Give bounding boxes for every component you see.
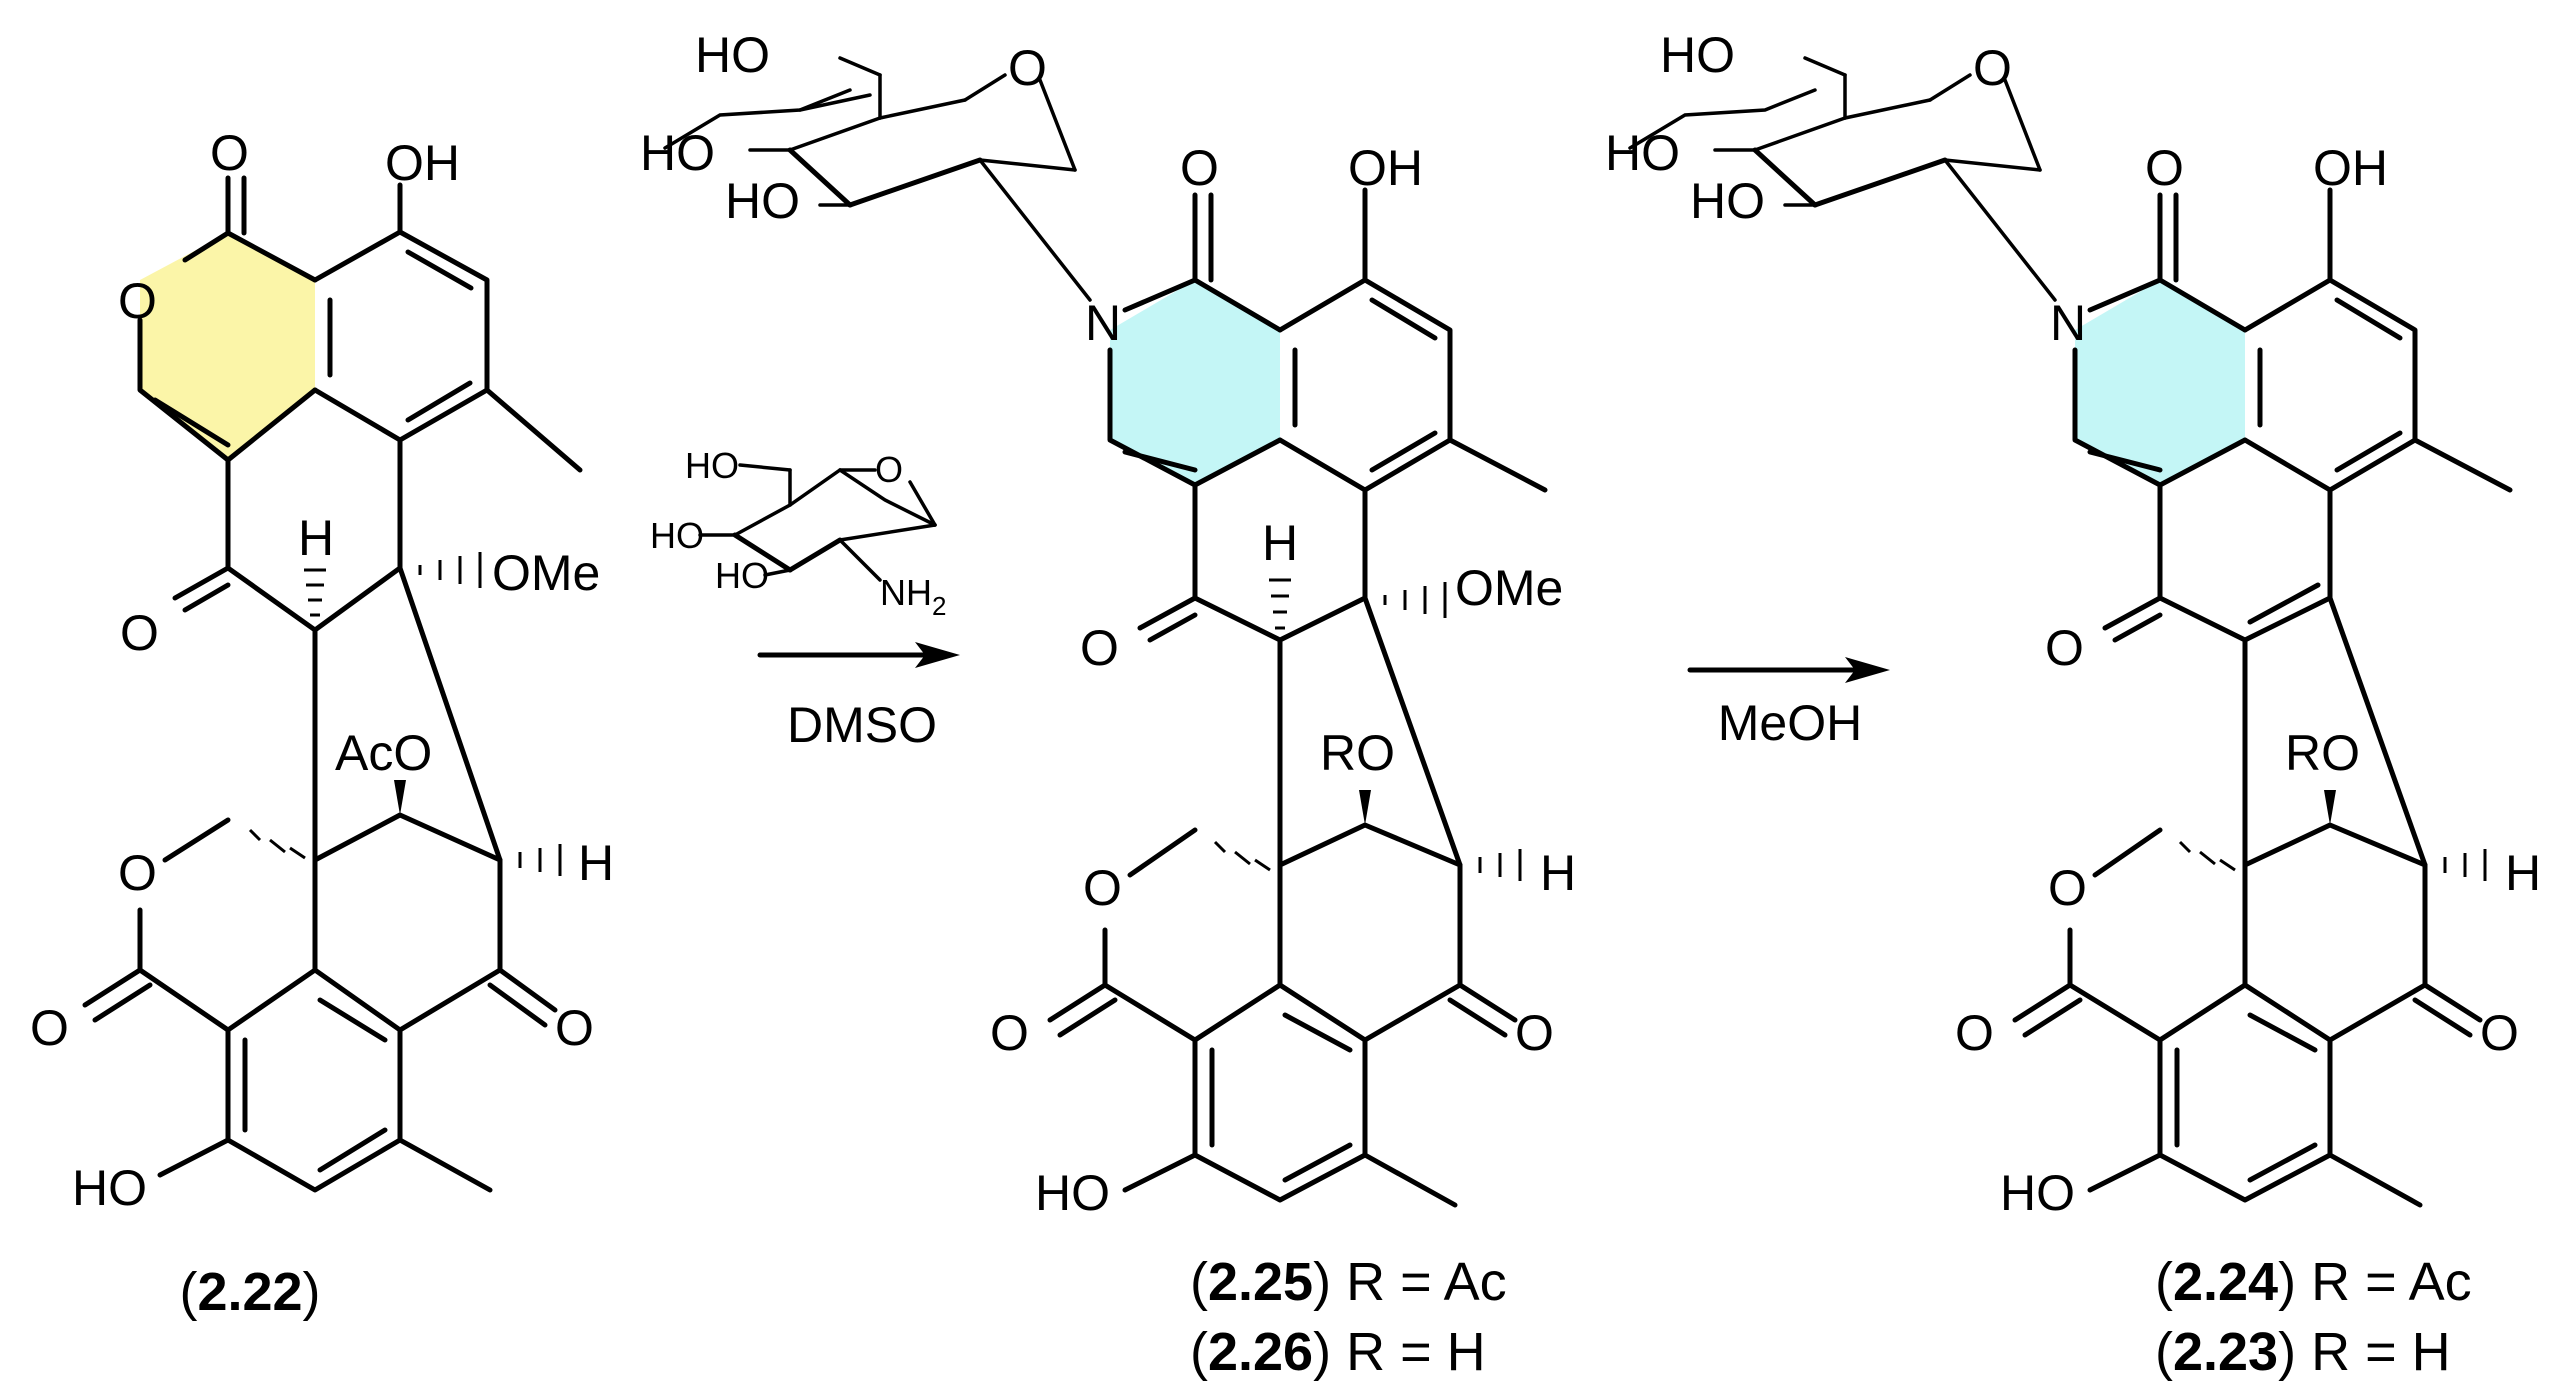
compound-label-2-23: (2.23) R = H bbox=[2155, 1322, 2451, 1382]
reagent-meoh: MeOH bbox=[1718, 695, 1862, 751]
atom-O-sugar: O bbox=[1973, 40, 2012, 96]
compound-label-2-22: (2.22) bbox=[179, 1262, 320, 1322]
reagent-atom-O: O bbox=[875, 449, 903, 490]
atom-O-ketone-lower: O bbox=[1515, 1005, 1554, 1061]
pyridone-ring-highlight-right bbox=[2075, 280, 2245, 485]
reagent-atom-HO-top: HO bbox=[685, 445, 739, 486]
compound-label-2-24: (2.24) R = Ac bbox=[2155, 1252, 2472, 1312]
atom-O-sugar: O bbox=[1008, 40, 1047, 96]
atom-HO-sugar-left: HO bbox=[640, 125, 715, 181]
atom-HO-sugar-bottom: HO bbox=[1690, 173, 1765, 229]
compound-2-25-2-26-structure: O HO HO HO N O OH O bbox=[640, 27, 1576, 1221]
atom-O-carbonyl: O bbox=[210, 125, 249, 181]
atom-HO-sugar-top: HO bbox=[1660, 27, 1735, 83]
atom-O-lactone-ring: O bbox=[1083, 860, 1122, 916]
atom-HO-sugar-left: HO bbox=[1605, 125, 1680, 181]
atom-O-lactone-carbonyl: O bbox=[1955, 1005, 1994, 1061]
atom-HO: HO bbox=[1035, 1165, 1110, 1221]
atom-O-ketone-lower: O bbox=[2480, 1005, 2519, 1061]
atom-O-amide: O bbox=[1180, 140, 1219, 196]
atom-HO-sugar-top: HO bbox=[695, 27, 770, 83]
atom-O-amide: O bbox=[2145, 140, 2184, 196]
atom-RO: RO bbox=[2285, 725, 2360, 781]
pyridone-ring-highlight bbox=[1110, 280, 1280, 485]
atom-O-ketone-lower: O bbox=[555, 1000, 594, 1056]
atom-O-ketone: O bbox=[2045, 620, 2084, 676]
atom-RO: RO bbox=[1320, 725, 1395, 781]
atom-H-right: H bbox=[578, 835, 614, 891]
atom-OMe: OMe bbox=[492, 545, 600, 601]
atom-HO: HO bbox=[72, 1160, 147, 1216]
atom-O-ketone: O bbox=[120, 605, 159, 661]
atom-O-lactone-ring: O bbox=[118, 845, 157, 901]
atom-H: H bbox=[1262, 515, 1298, 571]
atom-O-ring: O bbox=[118, 273, 157, 329]
atom-O-lactone-ring: O bbox=[2048, 860, 2087, 916]
atom-O-lactone-carbonyl: O bbox=[990, 1005, 1029, 1061]
reaction-arrow-2 bbox=[1687, 657, 1890, 683]
atom-O-lactone-carbonyl: O bbox=[30, 1000, 69, 1056]
compound-2-22-structure: O O OH O H OMe AcO H bbox=[30, 125, 614, 1216]
reagent-atom-HO-bottom: HO bbox=[715, 555, 769, 596]
reagent-atom-NH2: NH2 bbox=[880, 572, 946, 621]
atom-N: N bbox=[2050, 295, 2086, 351]
atom-AcO: AcO bbox=[335, 725, 432, 781]
atom-OH: OH bbox=[385, 135, 460, 191]
compound-2-24-2-23-structure: O HO HO HO N O OH O bbox=[1605, 27, 2541, 1221]
atom-H-right: H bbox=[1540, 845, 1576, 901]
atom-H-right: H bbox=[2505, 845, 2541, 901]
reagent-atom-HO-left: HO bbox=[650, 515, 704, 556]
atom-O-ketone: O bbox=[1080, 620, 1119, 676]
atom-HO: HO bbox=[2000, 1165, 2075, 1221]
atom-OH: OH bbox=[1348, 140, 1423, 196]
atom-N: N bbox=[1085, 295, 1121, 351]
pyranone-ring-highlight bbox=[140, 233, 315, 460]
glucosylamine-reagent: O NH2 HO HO HO bbox=[650, 445, 946, 621]
reaction-arrow-1 bbox=[757, 642, 960, 668]
atom-OH: OH bbox=[2313, 140, 2388, 196]
atom-OMe: OMe bbox=[1455, 560, 1563, 616]
compound-label-2-26: (2.26) R = H bbox=[1190, 1322, 1486, 1382]
atom-H: H bbox=[298, 510, 334, 566]
reagent-dmso: DMSO bbox=[787, 697, 937, 753]
compound-label-2-25: (2.25) R = Ac bbox=[1190, 1252, 1507, 1312]
atom-HO-sugar-bottom: HO bbox=[725, 173, 800, 229]
